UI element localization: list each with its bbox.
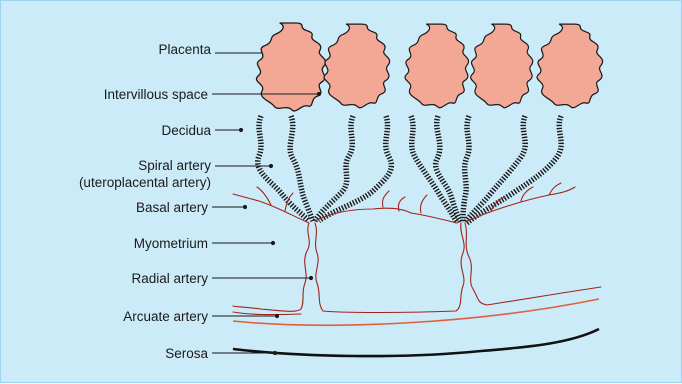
spiral-artery-4b bbox=[465, 116, 525, 223]
leader-myometrium-dot bbox=[271, 241, 274, 244]
placental-villus-4 bbox=[471, 24, 533, 108]
spiral-artery-1b bbox=[290, 116, 313, 221]
basal-artery-mid bbox=[315, 208, 411, 221]
placental-villus-2 bbox=[324, 24, 390, 108]
leader-decidua-dot bbox=[239, 128, 242, 131]
radial-artery-left-b bbox=[315, 223, 464, 313]
serosa-line bbox=[233, 329, 599, 356]
spiral-arteries bbox=[258, 116, 561, 223]
leader-arcuate-artery-dot bbox=[275, 314, 278, 317]
placental-villus-1 bbox=[256, 23, 325, 111]
placental-villus-5 bbox=[537, 24, 603, 108]
placenta-villi bbox=[256, 23, 602, 111]
radial-artery-right bbox=[465, 223, 601, 305]
spiral-artery-1a bbox=[258, 116, 309, 221]
leader-intervillous-space-dot bbox=[317, 92, 320, 95]
leader-serosa-dot bbox=[273, 351, 276, 354]
arterial-tree bbox=[233, 183, 601, 315]
placental-villus-3 bbox=[405, 24, 469, 108]
basal-artery-mid-5 bbox=[420, 195, 427, 213]
spiral-artery-3a bbox=[411, 116, 457, 223]
leader-spiral-artery-dot bbox=[269, 164, 272, 167]
arcuate-branch-left bbox=[233, 312, 301, 315]
basal-artery-mid-2 bbox=[382, 191, 389, 207]
leader-radial-artery-dot bbox=[309, 276, 312, 279]
spiral-artery-3b bbox=[436, 116, 461, 223]
leader-basal-artery-dot bbox=[243, 205, 246, 208]
radial-artery-left bbox=[233, 223, 309, 311]
spiral-artery-4a bbox=[463, 116, 469, 223]
